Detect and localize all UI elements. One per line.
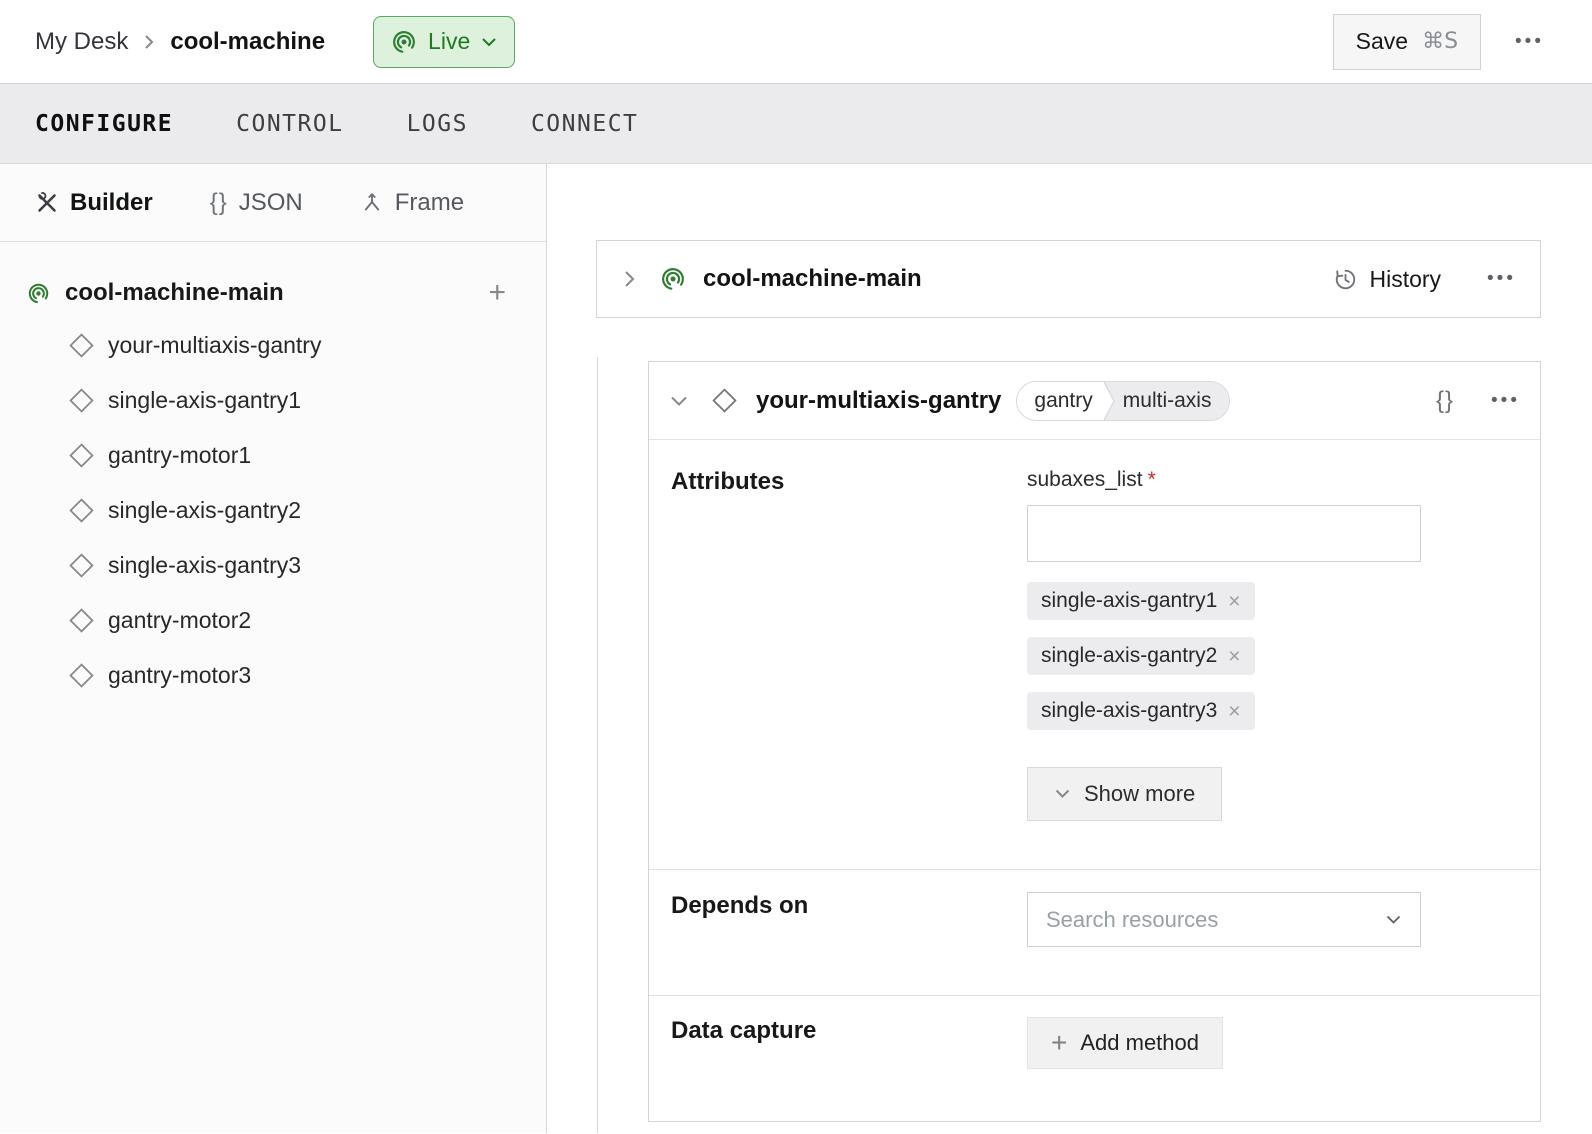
config-sidebar: Builder {} JSON Frame — [0, 164, 547, 1133]
component-card-your-multiaxis-gantry: your-multiaxis-gantry gantry multi-axis … — [648, 361, 1541, 1122]
tree-item-gantry-motor2[interactable]: gantry-motor2 — [0, 593, 546, 648]
field-label-row: subaxes_list* — [1027, 468, 1421, 492]
component-card-menu-icon[interactable]: ••• — [1491, 389, 1520, 411]
machine-part-card: cool-machine-main History ••• — [596, 240, 1541, 318]
tab-connect[interactable]: CONNECT — [530, 110, 639, 137]
tag-separator — [1099, 381, 1119, 420]
tab-builder[interactable]: Builder — [35, 189, 153, 217]
code-braces-icon[interactable]: {} — [1436, 386, 1455, 414]
subaxes-list-input[interactable] — [1027, 505, 1421, 562]
tab-json[interactable]: {} JSON — [209, 188, 303, 216]
diamond-icon — [68, 442, 95, 469]
breadcrumb-parent-link[interactable]: My Desk — [35, 27, 129, 55]
tree-item-single-axis-gantry1[interactable]: single-axis-gantry1 — [0, 373, 546, 428]
remove-chip-icon[interactable]: × — [1228, 644, 1241, 668]
required-marker: * — [1147, 468, 1156, 491]
save-button[interactable]: Save ⌘S — [1332, 13, 1482, 70]
diamond-icon — [68, 607, 95, 634]
live-status-dropdown[interactable]: Live — [373, 15, 516, 68]
diamond-icon — [68, 662, 95, 689]
chevron-down-icon — [481, 36, 497, 48]
sidebar-view-tabs: Builder {} JSON Frame — [0, 164, 546, 242]
app-header: My Desk cool-machine Live Save ⌘S ••• — [0, 0, 1592, 84]
live-status-label: Live — [428, 28, 471, 54]
tree-item-gantry-motor1[interactable]: gantry-motor1 — [0, 428, 546, 483]
breadcrumb-current: cool-machine — [170, 27, 326, 55]
subaxes-chip-list: single-axis-gantry1 × single-axis-gantry… — [1027, 582, 1421, 730]
chip-single-axis-gantry2: single-axis-gantry2 × — [1027, 637, 1255, 675]
nesting-guide-line — [597, 357, 598, 1133]
tab-configure[interactable]: CONFIGURE — [35, 110, 174, 137]
braces-icon: {} — [209, 188, 228, 216]
tree-machine-name: cool-machine-main — [65, 279, 284, 306]
remove-chip-icon[interactable]: × — [1228, 589, 1241, 613]
tools-icon — [35, 191, 59, 215]
add-component-icon[interactable]: + — [488, 276, 506, 309]
broadcast-icon — [27, 282, 50, 305]
diamond-icon — [711, 387, 738, 414]
chip-single-axis-gantry1: single-axis-gantry1 × — [1027, 582, 1255, 620]
tree-machine-root[interactable]: cool-machine-main + — [0, 268, 546, 318]
tree-item-gantry-motor3[interactable]: gantry-motor3 — [0, 648, 546, 703]
chevron-right-icon[interactable] — [621, 268, 637, 290]
config-main-panel: cool-machine-main History ••• — [547, 164, 1592, 1133]
chevron-down-icon[interactable] — [669, 394, 689, 408]
attributes-section: Attributes subaxes_list* single-axis-gan… — [649, 440, 1540, 869]
diamond-icon — [68, 387, 95, 414]
plus-icon: + — [1051, 1027, 1068, 1058]
diamond-icon — [68, 497, 95, 524]
history-icon — [1333, 267, 1358, 292]
tab-frame[interactable]: Frame — [360, 189, 464, 217]
component-title: your-multiaxis-gantry — [756, 386, 1002, 414]
broadcast-icon — [660, 266, 686, 292]
show-more-button[interactable]: Show more — [1027, 767, 1223, 821]
add-method-button[interactable]: + Add method — [1027, 1017, 1223, 1069]
diamond-icon — [68, 552, 95, 579]
data-capture-section: Data capture + Add method — [649, 995, 1540, 1121]
chevron-down-icon — [1385, 914, 1402, 926]
depends-on-select[interactable]: Search resources — [1027, 892, 1421, 947]
remove-chip-icon[interactable]: × — [1228, 699, 1241, 723]
chip-single-axis-gantry3: single-axis-gantry3 × — [1027, 692, 1255, 730]
save-shortcut-hint: ⌘S — [1422, 29, 1459, 54]
tree-item-single-axis-gantry2[interactable]: single-axis-gantry2 — [0, 483, 546, 538]
depends-on-section: Depends on Search resources — [649, 869, 1540, 995]
frame-axes-icon — [360, 191, 384, 215]
depends-on-placeholder: Search resources — [1046, 906, 1219, 932]
component-card-header: your-multiaxis-gantry gantry multi-axis … — [649, 362, 1540, 440]
depends-on-label: Depends on — [671, 892, 809, 919]
history-button[interactable]: History — [1333, 266, 1441, 293]
breadcrumb: My Desk cool-machine — [35, 28, 325, 56]
tab-logs[interactable]: LOGS — [406, 110, 468, 137]
data-capture-label: Data capture — [671, 1017, 817, 1044]
machine-part-title: cool-machine-main — [703, 265, 922, 292]
tree-item-your-multiaxis-gantry[interactable]: your-multiaxis-gantry — [0, 318, 546, 373]
page-tabbar: CONFIGURE CONTROL LOGS CONNECT — [0, 84, 1592, 164]
header-overflow-menu-icon[interactable]: ••• — [1515, 30, 1544, 52]
tab-control[interactable]: CONTROL — [236, 110, 344, 137]
machine-card-menu-icon[interactable]: ••• — [1487, 268, 1516, 289]
header-actions: Save ⌘S ••• — [1332, 13, 1544, 70]
chevron-down-icon — [1054, 788, 1071, 800]
component-type-tag: gantry multi-axis — [1016, 380, 1231, 421]
subaxes-list-label: subaxes_list — [1027, 468, 1143, 491]
diamond-icon — [68, 332, 95, 359]
attributes-section-label: Attributes — [671, 468, 785, 495]
broadcast-icon — [391, 29, 417, 55]
tree-item-single-axis-gantry3[interactable]: single-axis-gantry3 — [0, 538, 546, 593]
resource-tree: cool-machine-main + your-multiaxis-gantr… — [0, 242, 546, 703]
breadcrumb-chevron-icon — [142, 32, 156, 52]
tag-gantry: gantry — [1017, 381, 1099, 420]
tag-multi-axis: multi-axis — [1118, 381, 1230, 420]
